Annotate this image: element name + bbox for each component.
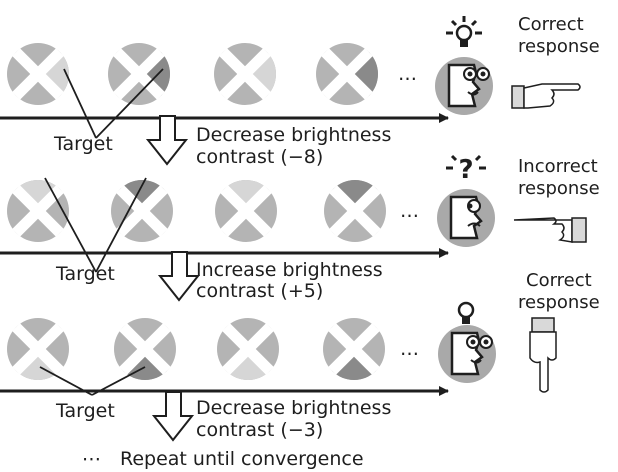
footer-text: Repeat until convergence bbox=[120, 448, 364, 470]
stimulus-disc-2 bbox=[108, 43, 170, 105]
target-quadrant bbox=[120, 180, 164, 211]
footer-ellipsis: ⋯ bbox=[82, 448, 101, 470]
disc-cross-bar bbox=[220, 185, 272, 237]
disc-cross-bar bbox=[116, 185, 168, 237]
response-label-line2: response bbox=[518, 178, 600, 199]
stimulus-disc-2 bbox=[111, 180, 173, 242]
stimulus-disc-1 bbox=[7, 318, 69, 380]
target-pointer bbox=[63, 68, 97, 139]
lightbulb-icon bbox=[457, 301, 475, 324]
target-quadrant bbox=[38, 52, 69, 96]
target-pointer bbox=[91, 366, 146, 396]
step-description-line1: Decrease brightness bbox=[196, 124, 391, 146]
response-label-line1: Correct bbox=[518, 14, 584, 35]
stimulus-disc-1 bbox=[7, 43, 69, 105]
target-quadrant bbox=[226, 349, 270, 380]
trial-row-2: … Target Increase brightness contrast (+… bbox=[0, 154, 600, 302]
stimulus-disc-4 bbox=[316, 43, 378, 105]
question-mark-icon: ? bbox=[446, 154, 486, 185]
response-label-line1: Incorrect bbox=[518, 156, 598, 177]
disc-cross-bar bbox=[222, 323, 274, 375]
pointing-hand-left-icon bbox=[513, 217, 587, 243]
disc-cross-bar bbox=[12, 185, 64, 237]
observer-head-icon bbox=[437, 189, 495, 247]
step-description-line2: contrast (−3) bbox=[196, 419, 323, 441]
pointing-hand-right-icon bbox=[511, 83, 581, 109]
disc-cross-bar bbox=[119, 323, 171, 375]
target-pointer bbox=[44, 177, 97, 273]
target-quadrant bbox=[245, 52, 276, 96]
svg-text:?: ? bbox=[458, 155, 473, 185]
disc-cross-bar bbox=[113, 48, 165, 100]
stimulus-disc-3 bbox=[214, 43, 276, 105]
stimulus-disc-3 bbox=[215, 180, 277, 242]
response-label-line1: Correct bbox=[526, 270, 592, 291]
down-arrow-icon bbox=[145, 115, 189, 166]
disc-cross-bar bbox=[12, 48, 64, 100]
disc-cross-bar bbox=[12, 323, 64, 375]
step-description-line1: Decrease brightness bbox=[196, 397, 391, 419]
observer-head-icon bbox=[435, 57, 493, 115]
target-pointer bbox=[39, 366, 93, 396]
stimulus-disc-4 bbox=[324, 180, 386, 242]
pointing-hand-down-icon bbox=[529, 317, 557, 393]
target-quadrant bbox=[139, 52, 170, 96]
disc-cross-bar bbox=[328, 323, 380, 375]
target-quadrant bbox=[333, 180, 377, 211]
target-label: Target bbox=[55, 263, 115, 285]
lightbulb-icon bbox=[446, 16, 482, 47]
ellipsis: … bbox=[400, 338, 419, 360]
target-label: Target bbox=[53, 133, 113, 155]
step-description-line2: contrast (−8) bbox=[196, 146, 323, 168]
ellipsis: … bbox=[400, 200, 419, 222]
disc-cross-bar bbox=[329, 185, 381, 237]
response-label-line2: response bbox=[518, 292, 600, 313]
target-quadrant bbox=[347, 52, 378, 96]
trial-row-1: … Target Decrease brightness contrast (−… bbox=[0, 14, 600, 168]
stimulus-disc-3 bbox=[217, 318, 279, 380]
target-label: Target bbox=[55, 400, 115, 422]
target-quadrant bbox=[224, 180, 268, 211]
target-quadrant bbox=[332, 349, 376, 380]
stimulus-disc-2 bbox=[114, 318, 176, 380]
down-arrow-icon bbox=[157, 251, 201, 302]
stimulus-disc-4 bbox=[323, 318, 385, 380]
trial-row-3: … Target Decrease brightness contrast (−… bbox=[0, 270, 600, 442]
target-pointer bbox=[95, 68, 164, 139]
down-arrow-icon bbox=[151, 391, 195, 442]
disc-cross-bar bbox=[321, 48, 373, 100]
step-description-line2: contrast (+5) bbox=[196, 280, 323, 302]
observer-head-icon bbox=[438, 325, 496, 383]
response-label-line2: response bbox=[518, 36, 600, 57]
ellipsis: … bbox=[398, 63, 417, 85]
target-quadrant bbox=[16, 180, 60, 211]
target-pointer bbox=[95, 177, 147, 273]
stimulus-disc-1 bbox=[7, 180, 69, 242]
step-description-line1: Increase brightness bbox=[196, 259, 383, 281]
disc-cross-bar bbox=[219, 48, 271, 100]
